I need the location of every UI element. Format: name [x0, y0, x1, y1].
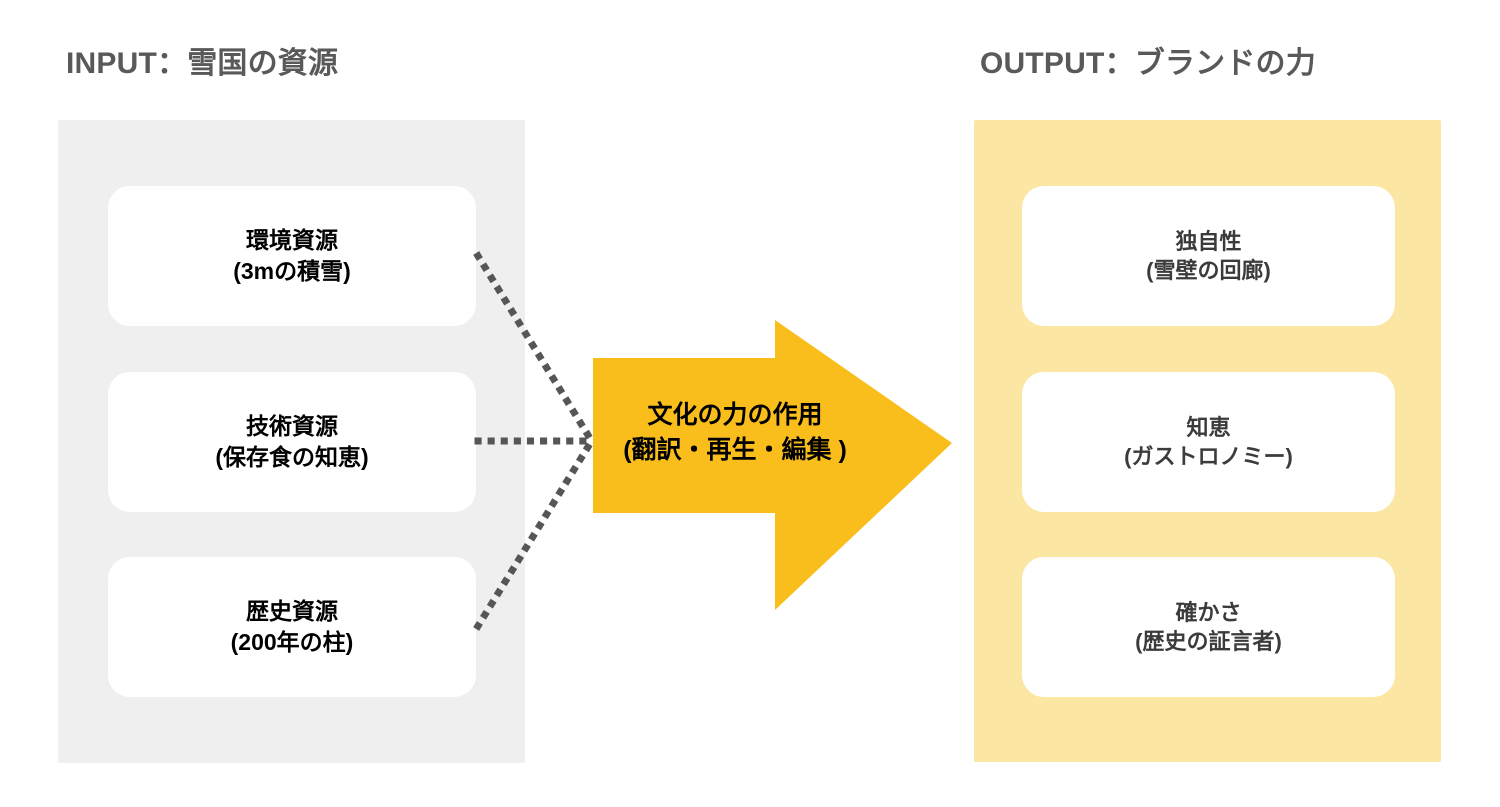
output-panel: 独自性 (雪壁の回廊) 知恵 (ガストロノミー) 確かさ (歴史の証言者) — [974, 120, 1441, 762]
input-card-environment[interactable]: 環境資源 (3mの積雪) — [108, 186, 476, 326]
input-panel: 環境資源 (3mの積雪) 技術資源 (保存食の知恵) 歴史資源 (200年の柱) — [58, 120, 525, 763]
output-card-detail: (雪壁の回廊) — [1146, 258, 1271, 283]
output-card-title: 独自性 — [1175, 228, 1242, 254]
arrow-shape — [593, 320, 952, 610]
input-card-title: 環境資源 — [246, 227, 338, 254]
output-card-detail: (歴史の証言者) — [1135, 629, 1282, 654]
output-card-title: 確かさ — [1175, 599, 1242, 625]
output-card-uniqueness[interactable]: 独自性 (雪壁の回廊) — [1022, 186, 1395, 326]
input-card-detail: (保存食の知恵) — [215, 444, 369, 470]
input-card-title: 技術資源 — [246, 413, 338, 440]
output-card-title: 知恵 — [1186, 414, 1231, 440]
input-card-detail: (200年の柱) — [230, 629, 354, 655]
output-card-wisdom[interactable]: 知恵 (ガストロノミー) — [1022, 372, 1395, 512]
input-card-detail: (3mの積雪) — [233, 258, 351, 284]
output-card-certainty[interactable]: 確かさ (歴史の証言者) — [1022, 557, 1395, 697]
transformation-arrow[interactable] — [585, 310, 960, 620]
input-card-title: 歴史資源 — [246, 598, 338, 625]
input-section-header: INPUT：雪国の資源 — [66, 47, 339, 80]
input-card-history[interactable]: 歴史資源 (200年の柱) — [108, 557, 476, 697]
output-card-detail: (ガストロノミー) — [1124, 444, 1293, 469]
output-section-header: OUTPUT：ブランドの力 — [980, 47, 1316, 80]
input-card-technology[interactable]: 技術資源 (保存食の知恵) — [108, 372, 476, 512]
